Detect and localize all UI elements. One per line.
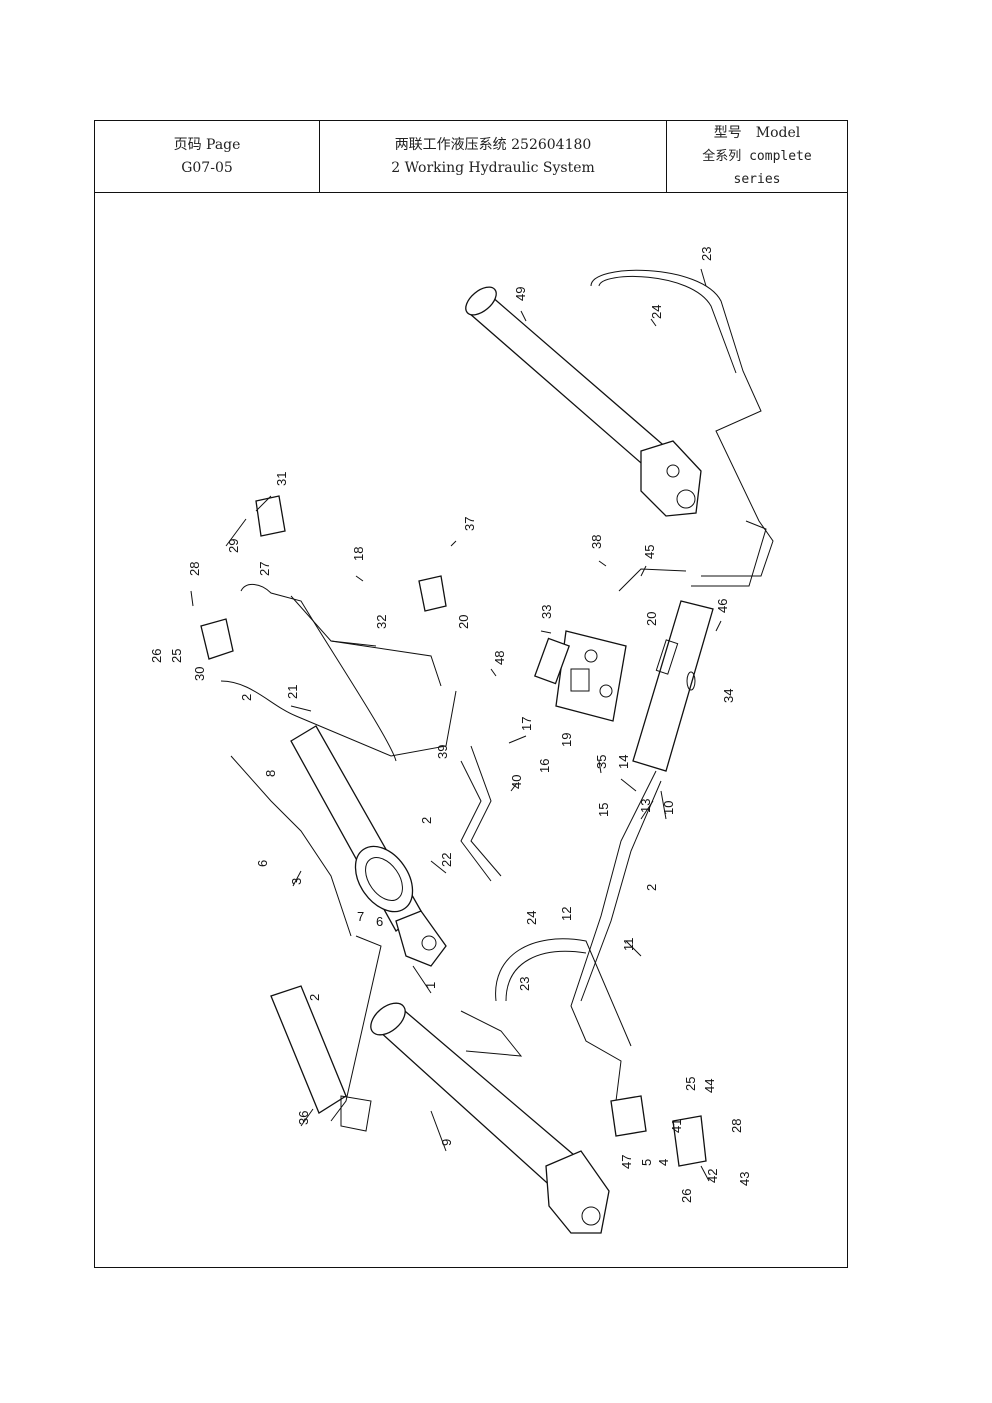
drawing-sheet: 页码 Page G07-05 两联工作液压系统 252604180 2 Work… [94,120,848,1268]
callout-15: 15 [596,803,611,817]
callout-20a: 20 [456,615,471,629]
callout-31: 31 [274,472,289,486]
callout-26: 26 [149,649,164,663]
title-block: 页码 Page G07-05 两联工作液压系统 252604180 2 Work… [95,121,847,193]
callout-24b: 24 [524,911,539,925]
hose-lines [220,269,774,1122]
callout-41: 41 [669,1119,684,1133]
leader-lines [190,268,722,1182]
model-value-line1: 全系列 complete [702,149,812,164]
callout-5: 5 [639,1159,654,1166]
middle-cylinder [290,725,447,967]
callout-23b: 23 [517,977,532,991]
callout-2c: 2 [644,884,659,891]
page-label: 页码 Page [173,136,241,153]
callout-38: 38 [589,535,604,549]
model-label: 型号 Model [713,125,801,141]
callout-17: 17 [519,717,534,731]
callout-14: 14 [616,755,631,769]
exploded-parts-diagram: 49 23 24 31 29 27 37 18 28 26 25 30 32 2… [149,247,774,1234]
callout-30: 30 [192,667,207,681]
title-en: 2 Working Hydraulic System [391,159,595,176]
callout-12: 12 [559,907,574,921]
callout-7: 7 [357,909,364,924]
callout-35: 35 [594,755,609,769]
small-brackets [200,495,707,1167]
callout-4: 4 [656,1159,671,1166]
callout-21: 21 [285,685,300,699]
part-callouts: 49 23 24 31 29 27 37 18 28 26 25 30 32 2… [149,247,752,1203]
callout-6b: 6 [376,914,383,929]
callout-26b: 26 [679,1189,694,1203]
callout-23: 23 [699,247,714,261]
callout-19: 19 [559,733,574,747]
callout-27: 27 [257,562,272,576]
control-valve [533,630,627,722]
title-cn: 两联工作液压系统 252604180 [394,136,592,153]
callout-49: 49 [513,287,528,301]
callout-25: 25 [169,649,184,663]
callout-34: 34 [721,689,736,703]
callout-45: 45 [642,545,657,559]
callout-2d: 2 [307,994,322,1001]
callout-2a: 2 [239,694,254,701]
callout-6a: 6 [255,860,270,867]
callout-28: 28 [187,562,202,576]
guard-plate [270,985,372,1132]
callout-36: 36 [296,1111,311,1125]
callout-28b: 28 [729,1119,744,1133]
callout-39: 39 [435,745,450,759]
page-cell: 页码 Page G07-05 [95,121,320,192]
callout-32: 32 [374,615,389,629]
upper-lift-cylinder [465,286,702,517]
model-value-line2: series [733,172,781,187]
callout-33: 33 [539,605,554,619]
callout-13: 13 [638,799,653,813]
page-number: G07-05 [181,159,233,176]
lower-tilt-cylinder [370,1002,610,1234]
callout-1: 1 [423,982,438,989]
callout-43: 43 [737,1172,752,1186]
callout-40: 40 [509,775,524,789]
title-cell: 两联工作液压系统 252604180 2 Working Hydraulic S… [320,121,667,192]
callout-48: 48 [492,651,507,665]
model-cell: 型号 Model 全系列 complete series [667,121,847,192]
callout-24: 24 [649,305,664,319]
callout-9: 9 [439,1139,454,1146]
callout-22: 22 [439,853,454,867]
callout-18: 18 [351,547,366,561]
callout-2b: 2 [419,817,434,824]
callout-16: 16 [537,759,552,773]
callout-3: 3 [289,878,304,885]
callout-37: 37 [462,517,477,531]
callout-20b: 20 [644,612,659,626]
valve-mount-plate [632,600,714,772]
callout-47: 47 [619,1155,634,1169]
callout-29: 29 [226,539,241,553]
callout-44: 44 [702,1079,717,1093]
callout-42: 42 [705,1169,720,1183]
callout-46: 46 [715,599,730,613]
callout-25b: 25 [683,1077,698,1091]
callout-8: 8 [263,770,278,777]
